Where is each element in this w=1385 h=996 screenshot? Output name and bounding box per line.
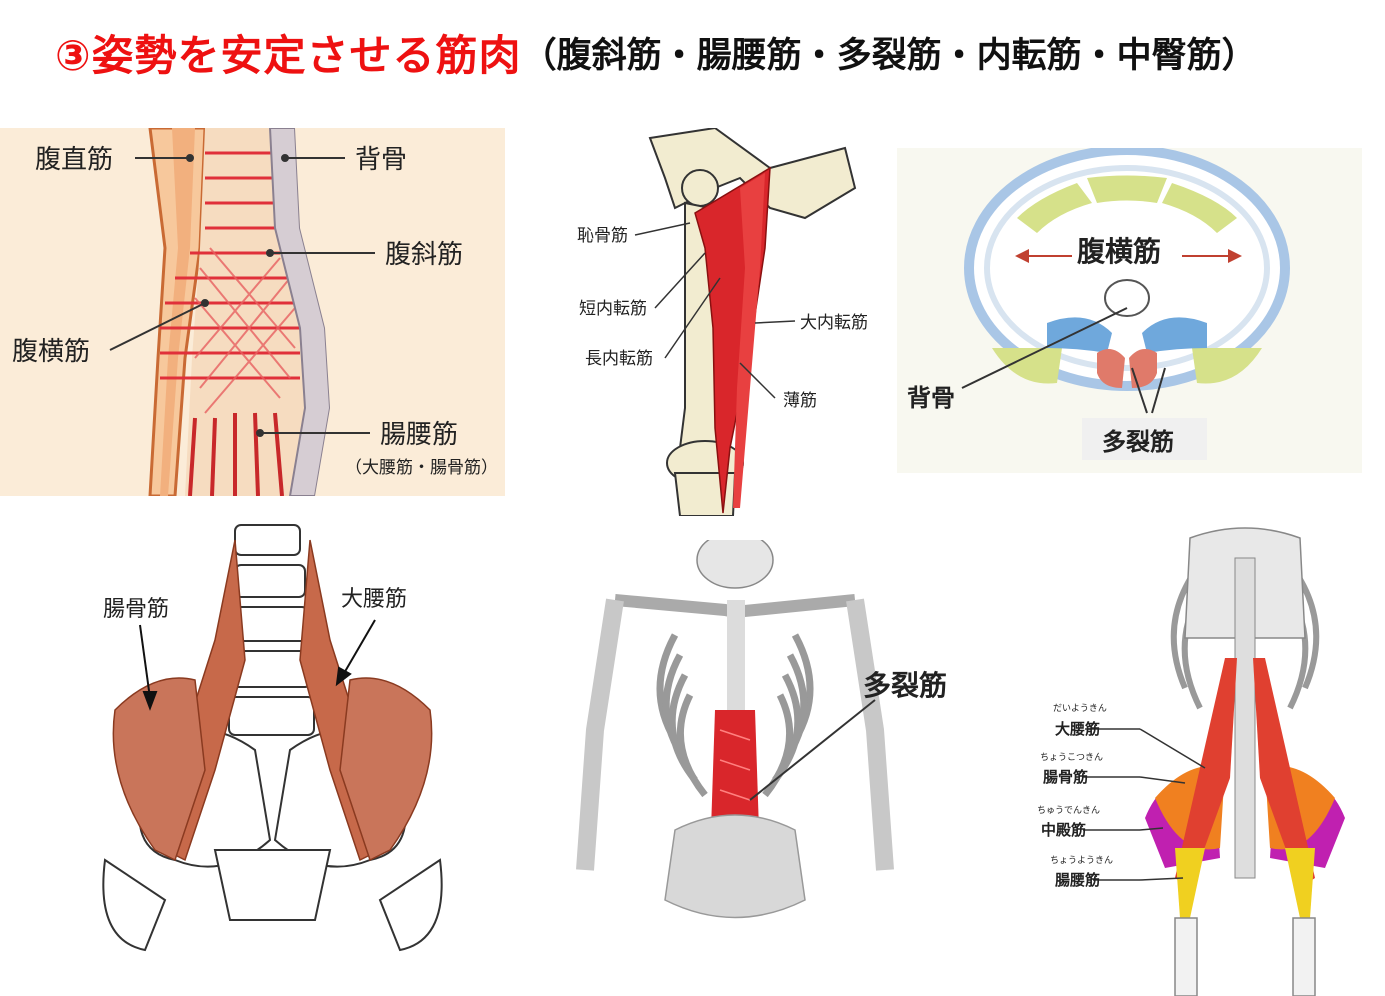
label-psoas-major: 大腰筋 (341, 587, 407, 612)
label-iliopsoas-6: 腸腰筋 (1055, 871, 1100, 889)
label-spine-cs: 背骨 (907, 384, 955, 412)
iliopsoas-illustration: 腸骨筋 大腰筋 (85, 520, 460, 970)
label-iliacus: 腸骨筋 (103, 597, 169, 622)
ruby-psoas-major: だいようきん (1053, 703, 1107, 714)
label-multifidus-cs: 多裂筋 (1102, 428, 1174, 456)
page-title: ③姿勢を安定させる筋肉 （腹斜筋・腸腰筋・多裂筋・内転筋・中臀筋） (55, 22, 1257, 82)
label-adductor-longus: 長内転筋 (585, 349, 653, 369)
label-adductor-magnus: 大内転筋 (800, 313, 868, 333)
ruby-iliopsoas: ちょうようきん (1050, 855, 1113, 866)
title-sub: （腹斜筋・腸腰筋・多裂筋・内転筋・中臀筋） (521, 35, 1257, 76)
skeleton-illustration: 多裂筋 (555, 540, 965, 955)
label-rectus: 腹直筋 (35, 145, 113, 175)
deep-hip-illustration: だいようきん 大腰筋 ちょうこつきん 腸骨筋 ちゅうでんきん 中殿筋 ちょうよう… (1015, 518, 1350, 996)
panel-adductors: 恥骨筋 短内転筋 長内転筋 大内転筋 薄筋 (555, 128, 885, 516)
panel-abdominal-side-view: 腹直筋 背骨 腹斜筋 腹横筋 腸腰筋 （大腰筋・腸骨筋） (0, 128, 505, 496)
label-iliacus-6: 腸骨筋 (1043, 768, 1088, 786)
adductor-illustration: 恥骨筋 短内転筋 長内転筋 大内転筋 薄筋 (555, 128, 885, 516)
panel-skeleton-multifidus: 多裂筋 (555, 540, 965, 955)
label-psoas-major-6: 大腰筋 (1055, 720, 1100, 738)
panel-iliopsoas-front: 腸骨筋 大腰筋 (85, 520, 460, 970)
ruby-iliacus: ちょうこつきん (1040, 752, 1103, 763)
label-transversus: 腹横筋 (12, 337, 90, 367)
abdominal-side-illustration: 腹直筋 背骨 腹斜筋 腹横筋 腸腰筋 （大腰筋・腸骨筋） (0, 128, 505, 496)
label-gracilis: 薄筋 (783, 391, 817, 411)
label-iliopsoas: 腸腰筋 (380, 420, 458, 450)
label-spine: 背骨 (355, 145, 407, 175)
panel-cross-section: 腹横筋 背骨 多裂筋 (897, 148, 1362, 473)
label-adductor-brevis: 短内転筋 (579, 299, 647, 319)
label-multifidus-skel: 多裂筋 (863, 669, 947, 702)
label-pectineus: 恥骨筋 (577, 226, 628, 246)
title-main: ③姿勢を安定させる筋肉 (55, 30, 522, 80)
label-transversus-cs: 腹横筋 (1077, 235, 1161, 268)
cross-section-illustration: 腹横筋 背骨 多裂筋 (897, 148, 1362, 473)
ruby-gluteus-medius: ちゅうでんきん (1037, 805, 1100, 816)
panel-deep-hip-muscles: だいようきん 大腰筋 ちょうこつきん 腸骨筋 ちゅうでんきん 中殿筋 ちょうよう… (1015, 518, 1350, 996)
label-iliopsoas-sub: （大腰筋・腸骨筋） (345, 458, 498, 478)
label-oblique: 腹斜筋 (385, 240, 463, 270)
label-gluteus-medius: 中殿筋 (1041, 821, 1086, 839)
